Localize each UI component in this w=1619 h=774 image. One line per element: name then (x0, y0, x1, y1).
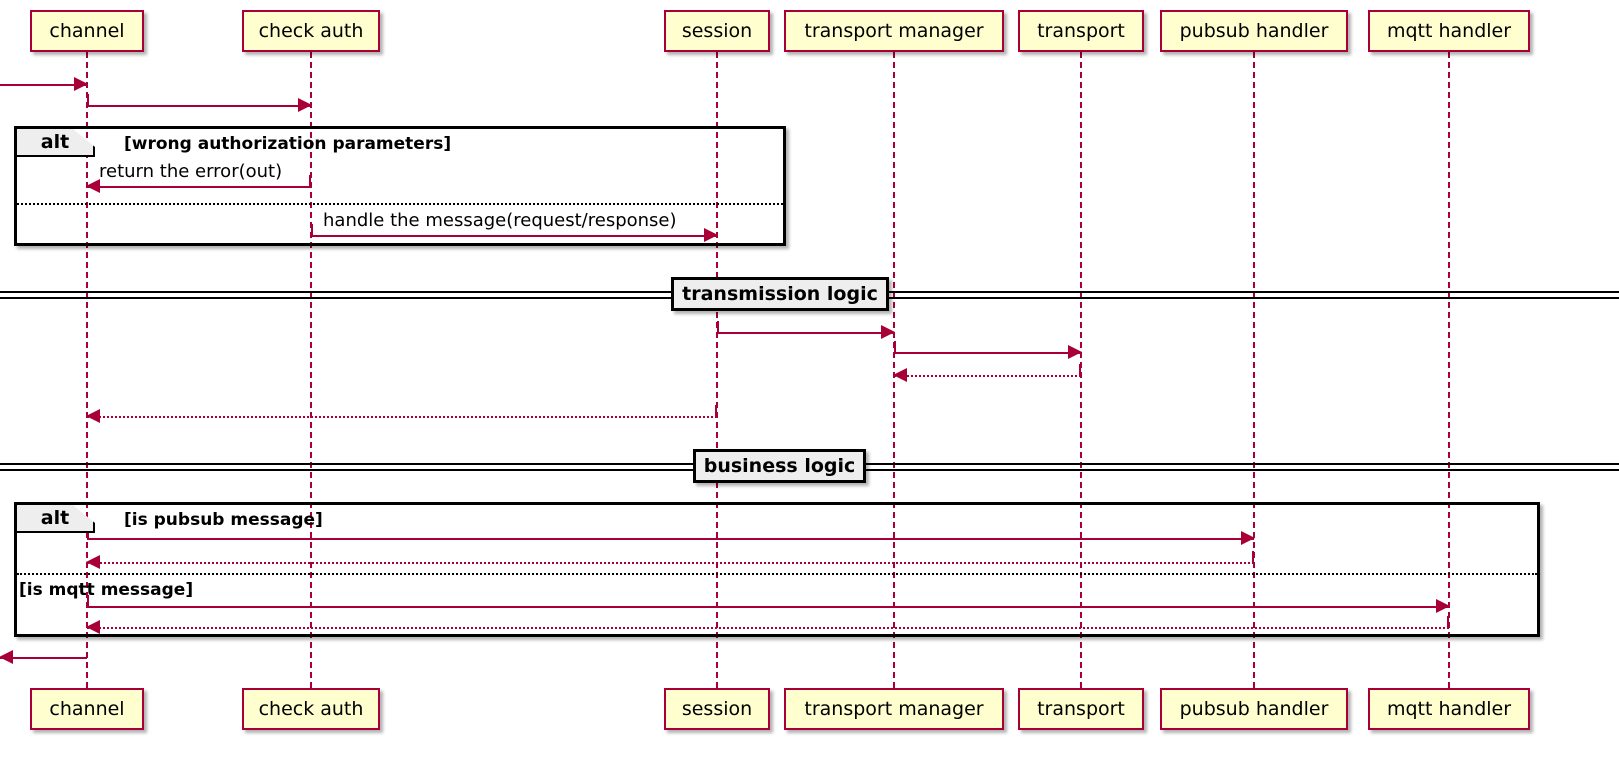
arrowhead-m10 (86, 555, 100, 569)
participant-head-session[interactable]: session (664, 10, 770, 52)
participant-foot-mqtt_handler[interactable]: mqtt handler (1368, 688, 1530, 730)
participant-foot-channel[interactable]: channel (30, 688, 144, 730)
message-line-m8 (87, 416, 717, 418)
fragment-else-divider-alt1-0 (17, 203, 783, 205)
message-line-m10 (87, 562, 1254, 564)
message-stub-m3 (309, 175, 311, 186)
message-stub-m4 (311, 224, 313, 235)
message-stub-m12 (1447, 616, 1449, 627)
lifeline-check_auth (310, 52, 312, 688)
arrowhead-m13 (0, 650, 13, 664)
message-line-m3 (87, 186, 311, 188)
lifeline-mqtt_handler (1448, 52, 1450, 688)
participant-foot-session[interactable]: session (664, 688, 770, 730)
lifeline-channel (86, 52, 88, 688)
message-stub-m10 (1252, 551, 1254, 562)
arrowhead-m9 (1241, 531, 1255, 545)
participant-head-channel[interactable]: channel (30, 10, 144, 52)
message-line-m1 (0, 84, 87, 86)
message-label-m3: return the error(out) (99, 161, 283, 182)
fragment-tab-corner-alt2 (73, 505, 95, 527)
participant-head-mqtt_handler[interactable]: mqtt handler (1368, 10, 1530, 52)
message-stub-m11 (87, 595, 89, 606)
message-line-m2 (87, 105, 311, 107)
message-stub-m7 (1079, 364, 1081, 375)
message-line-m12 (87, 627, 1449, 629)
lifeline-pubsub_handler (1253, 52, 1255, 688)
arrowhead-m11 (1436, 599, 1450, 613)
message-stub-m2 (87, 94, 89, 105)
message-stub-m5 (717, 321, 719, 332)
participant-foot-pubsub_handler[interactable]: pubsub handler (1160, 688, 1348, 730)
message-line-m11 (87, 606, 1449, 608)
fragment-condition-alt1-0: [wrong authorization parameters] (124, 134, 452, 154)
fragment-condition-alt2-0: [is pubsub message] (124, 510, 323, 530)
fragment-else-divider-alt2-0 (17, 573, 1537, 575)
fragment-condition-alt2-1: [is mqtt message] (19, 580, 194, 600)
participant-foot-transport[interactable]: transport (1018, 688, 1144, 730)
fragment-alt1 (14, 126, 786, 246)
participant-foot-check_auth[interactable]: check auth (242, 688, 380, 730)
message-line-m9 (87, 538, 1254, 540)
fragment-tab-corner-alt1 (73, 129, 95, 151)
message-line-m13 (0, 657, 87, 659)
arrowhead-m5 (881, 325, 895, 339)
arrowhead-m12 (86, 620, 100, 634)
participant-head-transport[interactable]: transport (1018, 10, 1144, 52)
arrowhead-m4 (704, 228, 718, 242)
arrowhead-m2 (298, 98, 312, 112)
message-line-m4 (311, 235, 717, 237)
participant-head-check_auth[interactable]: check auth (242, 10, 380, 52)
arrowhead-m8 (86, 409, 100, 423)
divider-label-div1: transmission logic (671, 277, 889, 311)
message-line-m6 (894, 352, 1081, 354)
arrowhead-m3 (86, 179, 100, 193)
message-label-m4: handle the message(request/response) (323, 210, 677, 231)
message-line-m7 (894, 375, 1081, 377)
arrowhead-m6 (1068, 345, 1082, 359)
fragment-alt2 (14, 502, 1540, 637)
participant-foot-transport_manager[interactable]: transport manager (784, 688, 1004, 730)
divider-label-div2: business logic (693, 449, 866, 483)
arrowhead-m7 (893, 368, 907, 382)
lifeline-session (716, 52, 718, 688)
arrowhead-m1 (74, 77, 88, 91)
lifeline-transport (1080, 52, 1082, 688)
participant-head-pubsub_handler[interactable]: pubsub handler (1160, 10, 1348, 52)
participant-head-transport_manager[interactable]: transport manager (784, 10, 1004, 52)
message-stub-m8 (715, 405, 717, 416)
fragment-keyword-alt2: alt (17, 505, 95, 533)
message-stub-m6 (894, 341, 896, 352)
message-line-m5 (717, 332, 894, 334)
